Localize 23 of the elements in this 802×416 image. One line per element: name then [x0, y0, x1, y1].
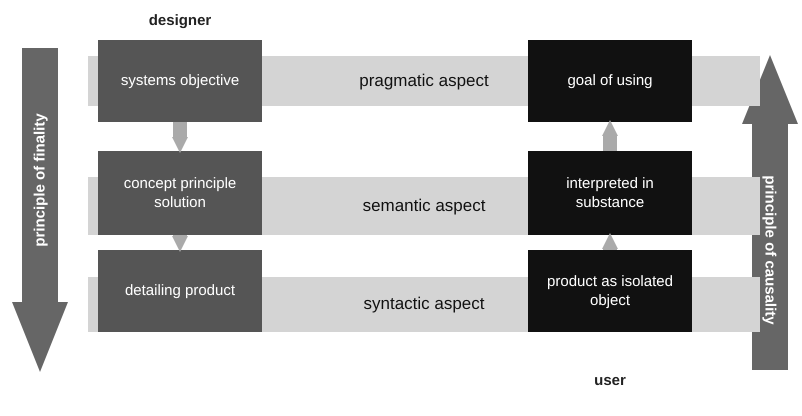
process-box	[98, 40, 262, 122]
node-label: semantic aspect	[362, 194, 486, 217]
arrow	[172, 122, 188, 153]
arrow	[602, 233, 618, 250]
node-label: syntactic aspect	[364, 293, 484, 316]
node-label: interpreted in substance	[565, 174, 655, 212]
node-label: systems objective	[120, 71, 240, 91]
process-box	[528, 151, 692, 235]
process-box	[98, 151, 262, 235]
node-label: detailing product	[124, 281, 236, 301]
node-label: goal of using	[567, 71, 653, 91]
process-box	[528, 250, 692, 332]
node-label: product as isolated object	[546, 272, 674, 310]
node-label: concept principle solution	[122, 174, 238, 212]
principle-label: principle of causality	[762, 175, 778, 325]
principle-label: principle of finality	[32, 113, 48, 247]
process-box	[528, 40, 692, 122]
role-label: designer	[148, 12, 212, 29]
node-label: pragmatic aspect	[359, 70, 489, 92]
role-label: user	[594, 372, 626, 389]
arrow	[602, 120, 618, 151]
process-box	[98, 250, 262, 332]
arrow	[172, 235, 188, 252]
